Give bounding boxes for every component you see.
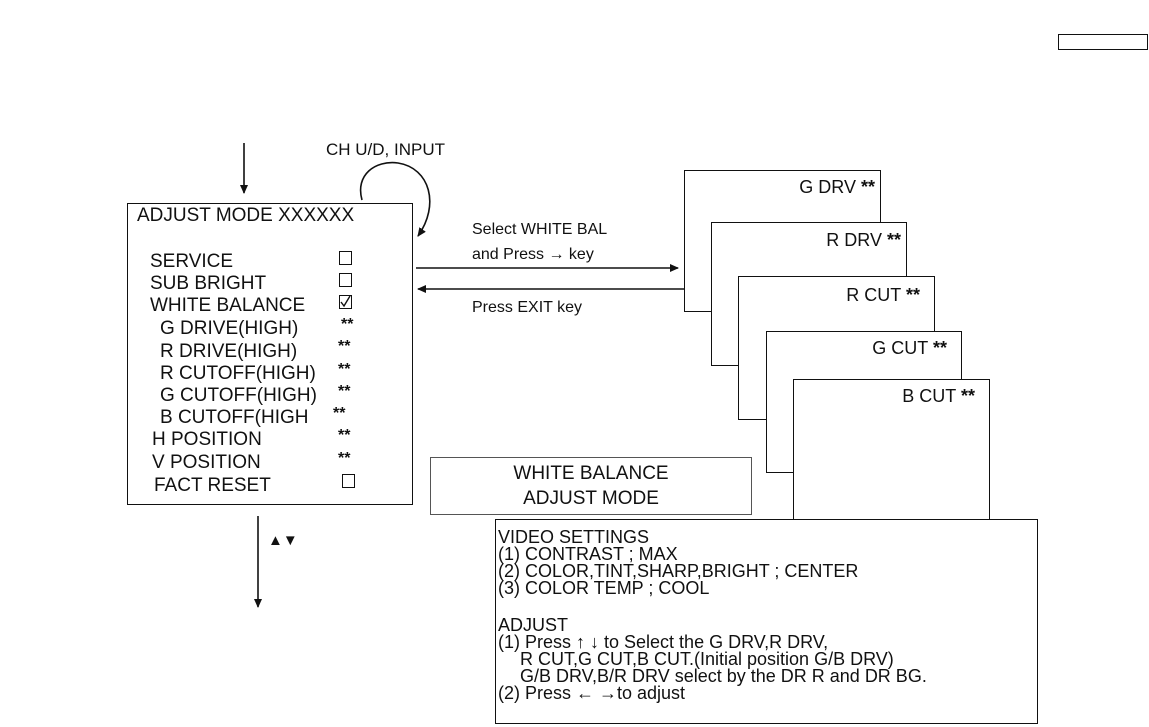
- screen-g-cut-label: G CUT: [872, 338, 928, 358]
- exit-caption: Press EXIT key: [472, 299, 582, 316]
- screen-r-cut-value: **: [905, 285, 920, 305]
- mode-box-line2: ADJUST MODE: [523, 488, 659, 509]
- menu-item-g-drive: G DRIVE(HIGH): [160, 318, 299, 339]
- menu-item-b-cutoff: B CUTOFF(HIGH: [160, 407, 309, 428]
- screen-b-cut-value: **: [960, 386, 975, 406]
- menu-item-g-cutoff: G CUTOFF(HIGH): [160, 385, 317, 406]
- video-settings-heading: VIDEO SETTINGS: [498, 527, 650, 547]
- screen-b-cut: B CUT **: [793, 379, 990, 520]
- adjust-line-3: G/B DRV,B/R DRV select by the DR R and D…: [520, 666, 927, 686]
- menu-item-white-balance: WHITE BALANCE: [150, 295, 306, 316]
- menu-item-h-position: H POSITION: [152, 429, 262, 450]
- adjust-mode-menu: [127, 203, 413, 505]
- adjust-menu-title: ADJUST MODE XXXXXX: [137, 205, 355, 226]
- video-setting-line-2: (2) COLOR,TINT,SHARP,BRIGHT ; CENTER: [498, 561, 859, 581]
- menu-item-r-cutoff: R CUTOFF(HIGH): [160, 363, 316, 384]
- video-setting-line-3: (3) COLOR TEMP ; COOL: [498, 578, 710, 598]
- page-tag-box: [1058, 34, 1148, 50]
- screen-g-cut-value: **: [932, 338, 947, 358]
- menu-item-fact-reset: FACT RESET: [154, 475, 271, 496]
- menu-item-v-position: V POSITION: [152, 452, 261, 473]
- video-settings-box: VIDEO SETTINGS (1) CONTRAST ; MAX (2) CO…: [495, 519, 1038, 724]
- adjust-line-4: (2) Press ← →to adjust: [498, 683, 686, 703]
- b-cutoff-value: **: [333, 405, 346, 422]
- sub-bright-checkbox: [339, 273, 352, 287]
- select-caption-line1: Select WHITE BAL: [472, 221, 608, 238]
- v-position-value: **: [338, 450, 351, 467]
- g-cutoff-value: **: [338, 383, 351, 400]
- loop-arrow: [359, 161, 431, 237]
- select-caption-line2: and Press → key: [472, 246, 594, 263]
- menu-item-r-drive: R DRIVE(HIGH): [160, 341, 298, 362]
- menu-item-sub-bright: SUB BRIGHT: [150, 273, 267, 294]
- loop-label: CH U/D, INPUT: [326, 140, 445, 159]
- white-balance-checkbox: [339, 295, 352, 309]
- screen-r-drv-label: R DRV: [826, 230, 882, 250]
- g-drive-value: **: [341, 316, 354, 333]
- screen-r-drv-value: **: [886, 230, 901, 250]
- adjust-line-2: R CUT,G CUT,B CUT.(Initial position G/B …: [520, 649, 894, 669]
- r-cutoff-value: **: [338, 361, 351, 378]
- mode-box-line1: WHITE BALANCE: [513, 463, 669, 484]
- menu-item-service: SERVICE: [150, 251, 234, 272]
- h-position-value: **: [338, 427, 351, 444]
- service-checkbox: [339, 251, 352, 265]
- fact-reset-checkbox: [342, 474, 355, 488]
- nav-keys-label: ▲▼: [268, 532, 298, 549]
- screen-g-drv-label: G DRV: [799, 177, 856, 197]
- screen-b-cut-label: B CUT: [902, 386, 956, 406]
- adjust-heading: ADJUST: [498, 615, 569, 635]
- screen-g-drv-value: **: [860, 177, 875, 197]
- r-drive-value: **: [338, 338, 351, 355]
- screen-r-cut-label: R CUT: [846, 285, 901, 305]
- check-icon: [340, 296, 351, 308]
- video-setting-line-1: (1) CONTRAST ; MAX: [498, 544, 678, 564]
- white-balance-mode-box: WHITE BALANCE ADJUST MODE: [430, 457, 752, 515]
- adjust-line-1: (1) Press ↑ ↓ to Select the G DRV,R DRV,: [498, 632, 829, 652]
